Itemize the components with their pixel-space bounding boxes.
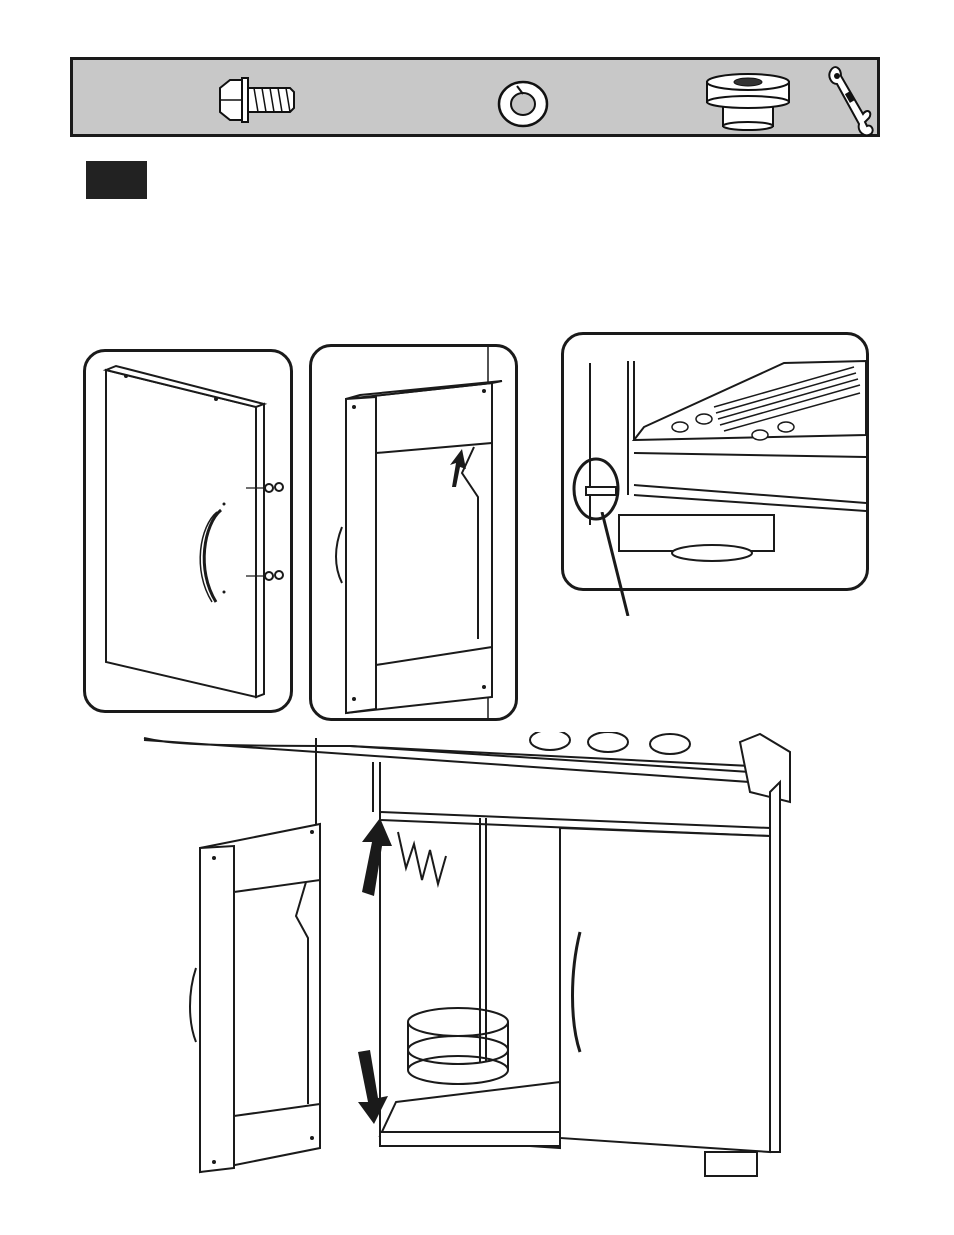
door-back-illustration [312, 347, 515, 718]
down-arrow-icon [358, 1050, 388, 1124]
flange-bolt-icon [210, 70, 310, 130]
callout-line [590, 512, 640, 616]
wrench-icon [823, 62, 878, 140]
parts-bar [70, 57, 880, 137]
spacer-icon [701, 70, 796, 132]
step-number-box [86, 161, 147, 199]
door-hinge-illustration [86, 352, 290, 710]
door-hinge-panel [83, 349, 293, 713]
up-arrow-icon [362, 818, 392, 896]
lock-washer-icon [493, 72, 553, 130]
door-back-panel [309, 344, 518, 721]
main-assembly-illustration [140, 732, 820, 1182]
